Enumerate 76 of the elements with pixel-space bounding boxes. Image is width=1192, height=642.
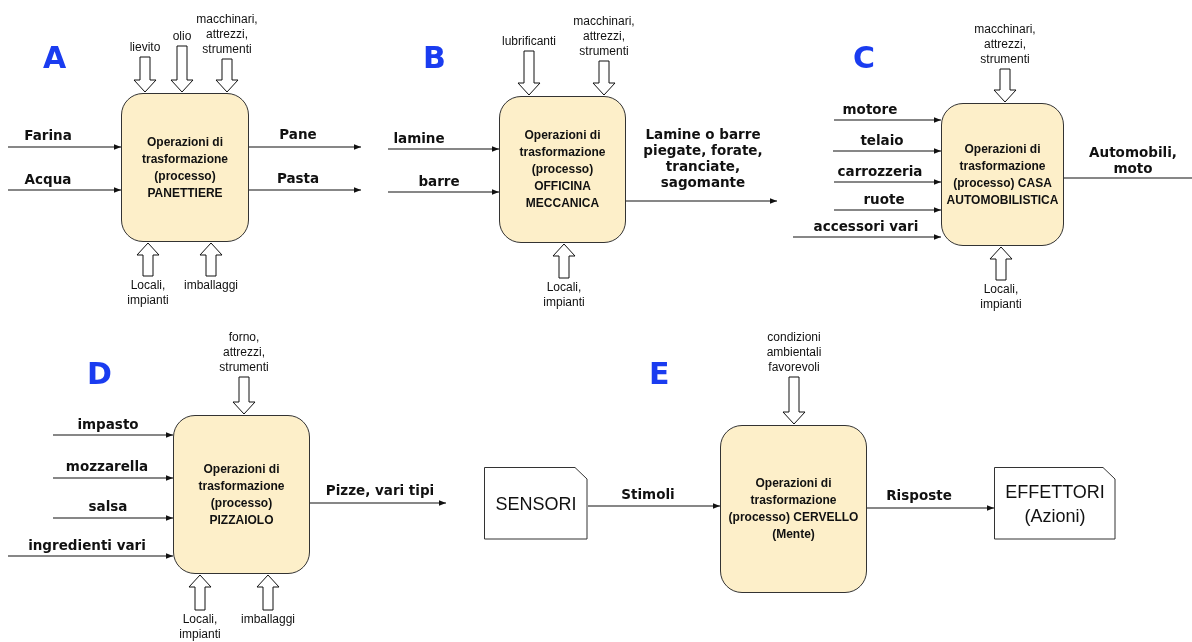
resource-label: lievito (129, 40, 161, 55)
resource-label: condizioni ambientali favorevoli (749, 330, 839, 375)
arrow (7, 187, 122, 193)
arrow (792, 234, 942, 240)
resource-label: macchinari, attrezzi, strumenti (192, 12, 262, 57)
resource-label: Locali, impianti (971, 282, 1031, 312)
hollow-arrow (552, 243, 576, 279)
edge-label: Acqua (22, 171, 74, 187)
line (1063, 177, 1192, 179)
hollow-arrow (133, 56, 157, 93)
arrow (7, 144, 122, 150)
arrow (387, 146, 500, 152)
edge-label: ingredienti vari (26, 537, 148, 553)
arrow (7, 553, 174, 559)
edge-label: carrozzeria (835, 163, 925, 179)
edge-label: Pane (277, 126, 319, 142)
resource-label: macchinari, attrezzi, strumenti (970, 22, 1040, 67)
hollow-arrow (782, 376, 806, 425)
arrow (587, 503, 721, 509)
resource-label: lubrificanti (502, 34, 556, 49)
edge-label: barre (416, 173, 462, 189)
hollow-arrow (188, 574, 212, 611)
document-shape: EFFETTORI (Azioni) (994, 467, 1116, 540)
edge-label: motore (840, 101, 900, 117)
edge-label: Risposte (884, 487, 954, 503)
process-box: Operazioni di trasformazione (processo) CERVELLO (Mente) (720, 425, 867, 593)
arrow (625, 198, 778, 204)
arrow (248, 144, 362, 150)
resource-label: Locali, impianti (534, 280, 594, 310)
resource-label: forno, attrezzi, strumenti (209, 330, 279, 375)
resource-label: imballaggi (241, 612, 295, 627)
edge-label: Stimoli (619, 486, 677, 502)
process-box: Operazioni di trasformazione (processo) PANETTIERE (121, 93, 249, 242)
arrow (248, 187, 362, 193)
arrow (866, 505, 995, 511)
hollow-arrow (256, 574, 280, 611)
resource-label: macchinari, attrezzi, strumenti (569, 14, 639, 59)
edge-label: lamine (391, 130, 447, 146)
resource-label: Locali, impianti (118, 278, 178, 308)
arrow (832, 148, 942, 154)
process-box: Operazioni di trasformazione (processo) PIZZAIOLO (173, 415, 310, 574)
resource-label: olio (172, 29, 192, 44)
edge-label: telaio (858, 132, 906, 148)
panel-letter: A (43, 40, 67, 75)
edge-label: impasto (75, 416, 141, 432)
hollow-arrow (136, 242, 160, 277)
hollow-arrow (215, 58, 239, 93)
process-box: Operazioni di trasformazione (processo) OFFICINA MECCANICA (499, 96, 626, 243)
hollow-arrow (517, 50, 541, 96)
resource-label: Locali, impianti (170, 612, 230, 642)
edge-label: mozzarella (63, 458, 151, 474)
panel-letter: C (853, 40, 876, 75)
edge-label: Farina (22, 127, 74, 143)
arrow (387, 189, 500, 195)
document-shape: SENSORI (484, 467, 588, 540)
arrow (833, 207, 942, 213)
hollow-arrow (989, 246, 1013, 281)
edge-label: ruote (861, 191, 907, 207)
edge-label: salsa (86, 498, 130, 514)
panel-letter: E (649, 356, 670, 391)
process-box: Operazioni di trasformazione (processo) CASA AUTOMOBILISTICA (941, 103, 1064, 246)
arrow (309, 500, 447, 506)
resource-label: imballaggi (184, 278, 238, 293)
hollow-arrow (170, 45, 194, 93)
hollow-arrow (199, 242, 223, 277)
hollow-arrow (232, 376, 256, 415)
panel-letter: D (87, 356, 112, 391)
edge-label: accessori vari (811, 218, 921, 234)
arrow (52, 515, 174, 521)
arrow (833, 117, 942, 123)
arrow (52, 432, 174, 438)
hollow-arrow (592, 60, 616, 96)
arrow (833, 179, 942, 185)
panel-letter: B (423, 40, 446, 75)
hollow-arrow (993, 68, 1017, 103)
arrow (52, 475, 174, 481)
